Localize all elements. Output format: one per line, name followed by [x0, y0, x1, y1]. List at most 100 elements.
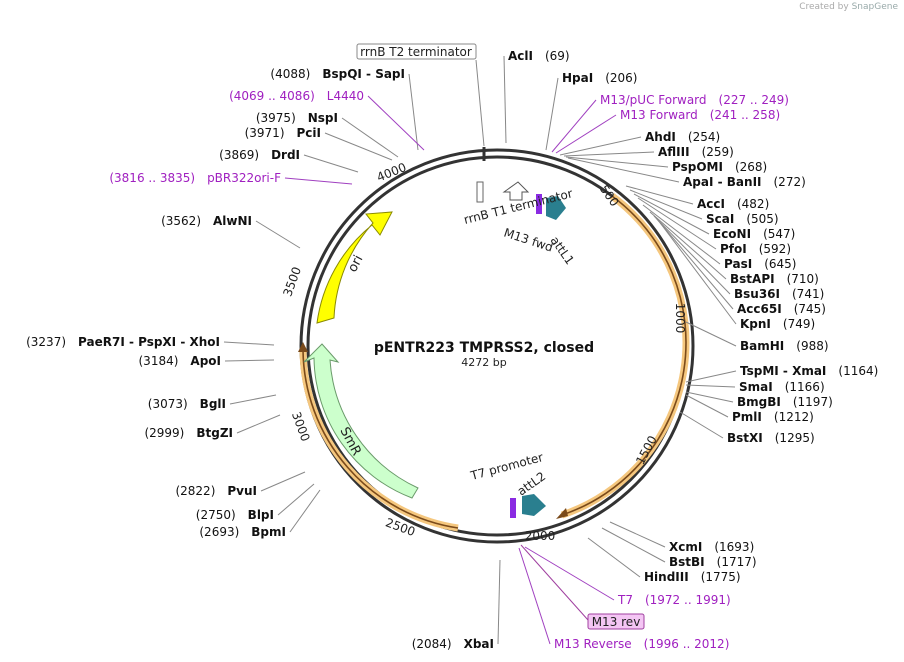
- site-name: NspI: [308, 111, 338, 125]
- site-name: AflIII: [658, 145, 690, 159]
- site-label: BstXI(1295): [727, 431, 815, 445]
- site-position: (3237): [26, 335, 66, 349]
- site-label: T7 (1972 .. 1991): [617, 593, 731, 607]
- site-name: ScaI: [706, 212, 734, 226]
- tick-label: 2000: [525, 529, 556, 543]
- site-label: SmaI(1166): [739, 380, 825, 394]
- site-position: (4088): [270, 67, 310, 81]
- attl2-mark: [510, 498, 516, 518]
- rrnb-t1-terminator-mark: [476, 181, 484, 203]
- site-label: XcmI(1693): [669, 540, 754, 554]
- site-name: ApaI - BanII: [683, 175, 762, 189]
- leader-line: [633, 193, 710, 235]
- leader-line: [289, 489, 321, 533]
- site-name: XbaI: [464, 637, 494, 651]
- site-position: (1197): [793, 395, 833, 409]
- m13-fwd-arrow: [502, 181, 530, 201]
- site-label: HpaI(206): [562, 71, 637, 85]
- site-position: (1717): [717, 555, 757, 569]
- site-name: PasI: [724, 257, 752, 271]
- site-label: (2693)BpmI: [199, 525, 286, 539]
- leader-line: [367, 95, 425, 151]
- smr-feature-arrow: [303, 343, 419, 499]
- site-position: (1212): [774, 410, 814, 424]
- site-label: (2999)BtgZI: [144, 426, 233, 440]
- site-label: (3971)PciI: [245, 126, 321, 140]
- leader-line: [642, 204, 721, 265]
- site-position: (2084): [412, 637, 452, 651]
- site-label: ScaI (505): [706, 212, 779, 226]
- leader-line: [653, 215, 731, 295]
- site-label: M13/pUC Forward(227 .. 249): [600, 93, 789, 107]
- site-name: AclI: [508, 49, 533, 63]
- site-position: (272): [774, 175, 806, 189]
- site-name: KpnI: [740, 317, 771, 331]
- leader-line: [649, 211, 727, 280]
- snapgene-credit: Created by SnapGene: [799, 2, 898, 12]
- site-position: (505): [746, 212, 778, 226]
- site-label: (4088)BspQI - SapI: [270, 67, 405, 81]
- site-position: (645): [764, 257, 796, 271]
- site-label: PmlI(1212): [732, 410, 814, 424]
- site-position: (69): [545, 49, 570, 63]
- site-name: ApoI: [190, 354, 221, 368]
- site-label: AccI(482): [697, 197, 769, 211]
- ori-feature-arrow: [316, 211, 393, 324]
- site-position: (2693): [199, 525, 239, 539]
- leader-line: [563, 151, 655, 157]
- site-name: M13 Reverse: [554, 637, 632, 651]
- site-label: AhdI(254): [645, 130, 720, 144]
- site-label: (3184)ApoI: [139, 354, 222, 368]
- site-labels: AclI (69) HpaI(206) M13/pUC Forward(227 .. …: [26, 49, 878, 651]
- site-label: TspMI - XmaI(1164): [740, 364, 878, 378]
- site-position: (741): [792, 287, 824, 301]
- site-position: (1693): [714, 540, 754, 554]
- attl1-label: attL1: [548, 234, 577, 268]
- site-position: (259): [702, 145, 734, 159]
- site-position: (547): [763, 227, 795, 241]
- leader-line: [224, 359, 275, 362]
- site-name: SmaI: [739, 380, 773, 394]
- site-position: (206): [605, 71, 637, 85]
- site-label: PasI (645): [724, 257, 796, 271]
- site-name: BstXI: [727, 431, 763, 445]
- site-name: PaeR7I - PspXI - XhoI: [78, 335, 220, 349]
- leader-line: [497, 559, 501, 645]
- leader-line: [229, 394, 277, 405]
- insert-arc-right: [561, 195, 687, 516]
- site-label: BstAPI(710): [730, 272, 819, 286]
- site-name: T7: [617, 593, 633, 607]
- site-name: M13 Forward: [620, 108, 698, 122]
- leader-line: [625, 185, 694, 205]
- leader-line: [236, 414, 281, 434]
- attl1-arrow: [546, 196, 566, 220]
- site-name: BlpI: [248, 508, 274, 522]
- site-position: (1164): [838, 364, 878, 378]
- site-label: HindIII(1775): [644, 570, 741, 584]
- site-name: PfoI: [720, 242, 747, 256]
- leader-line: [255, 220, 301, 249]
- leader-line: [408, 73, 419, 151]
- site-name: BamHI: [740, 339, 784, 353]
- tick-label: 1000: [673, 303, 687, 334]
- rrnb-t2-leader: [475, 59, 485, 147]
- site-label: (3869)DrdI: [219, 148, 300, 162]
- leader-line: [567, 157, 680, 183]
- site-label: (2750)BlpI: [196, 508, 274, 522]
- m13-rev-box: [587, 613, 645, 630]
- site-name: AlwNI: [213, 214, 252, 228]
- rrnb-t2-label: rrnB T2 terminator: [360, 45, 472, 59]
- leader-line: [559, 136, 642, 156]
- site-name: BstBI: [669, 555, 705, 569]
- site-position: (482): [737, 197, 769, 211]
- site-position: (749): [783, 317, 815, 331]
- plasmid-length: 4272 bp: [461, 356, 506, 369]
- leader-line: [503, 55, 507, 144]
- leader-line: [685, 321, 737, 347]
- site-position: (1972 .. 1991): [645, 593, 731, 607]
- site-position: (988): [796, 339, 828, 353]
- leader-line: [609, 521, 666, 548]
- insert-arc-left: [302, 349, 459, 529]
- leader-line: [260, 471, 306, 492]
- site-label: BstBI (1717): [669, 555, 757, 569]
